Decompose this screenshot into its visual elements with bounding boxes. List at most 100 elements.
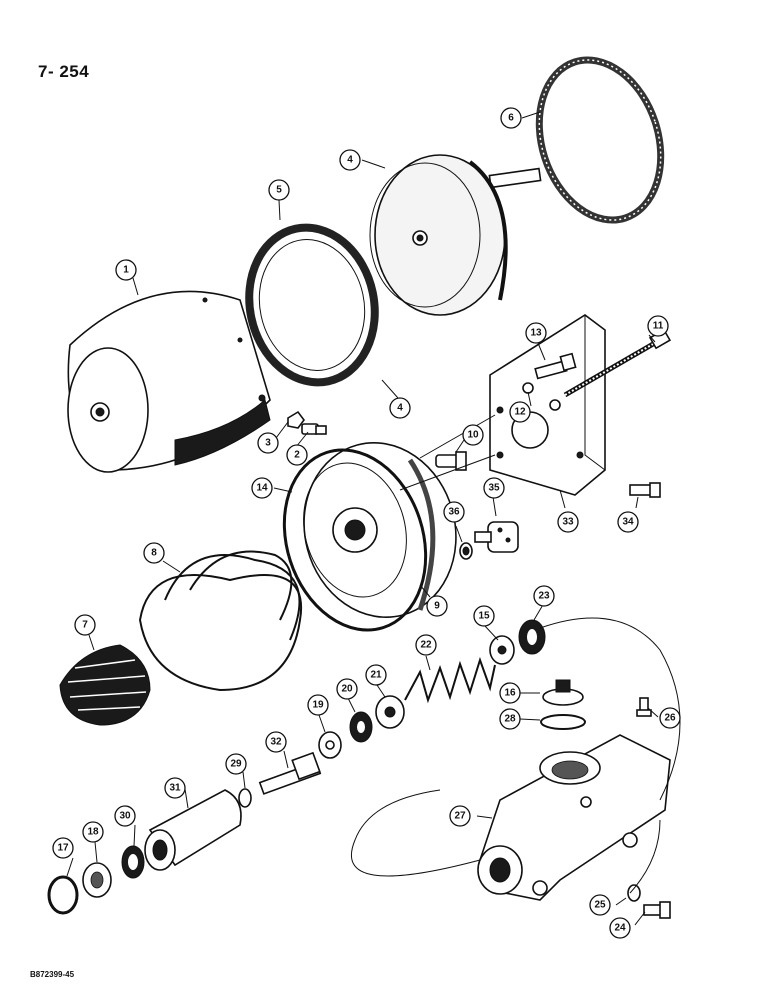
svg-text:19: 19 [312, 700, 324, 711]
callout-33: 33 [557, 511, 579, 533]
callout-2: 2 [286, 444, 308, 466]
part-18-washer [82, 862, 112, 898]
callout-16: 16 [499, 682, 521, 704]
callout-9: 9 [426, 595, 448, 617]
part-32-piston [258, 751, 322, 795]
svg-text:25: 25 [594, 900, 606, 911]
callout-1: 1 [115, 259, 137, 281]
callout-25: 25 [589, 894, 611, 916]
part-8-spring [138, 550, 303, 692]
svg-text:22: 22 [420, 640, 432, 651]
svg-text:32: 32 [270, 737, 282, 748]
svg-text:15: 15 [478, 611, 490, 622]
part-13-bolt [534, 352, 577, 380]
svg-text:4: 4 [347, 155, 353, 166]
part-1-housing [67, 290, 271, 473]
callout-20: 20 [336, 678, 358, 700]
part-34-stud [629, 482, 661, 498]
svg-text:13: 13 [530, 328, 542, 339]
assembly-guide-line [539, 617, 681, 801]
callout-6: 6 [500, 107, 522, 129]
svg-text:8: 8 [151, 548, 157, 559]
part-29-o-ring [238, 788, 252, 808]
part-26-bleeder-screw [636, 697, 652, 717]
svg-text:27: 27 [454, 811, 466, 822]
svg-text:11: 11 [653, 321, 664, 332]
part-27-master-cylinder [477, 734, 671, 901]
part-22-return-spring [404, 656, 496, 704]
callout-10: 10 [462, 424, 484, 446]
part-17-snap-ring [47, 875, 79, 915]
svg-text:16: 16 [504, 688, 516, 699]
callout-36: 36 [443, 501, 465, 523]
svg-text:26: 26 [664, 713, 676, 724]
callout-32: 32 [265, 731, 287, 753]
part-24-bolt [643, 901, 671, 919]
svg-text:30: 30 [119, 811, 131, 822]
callout-4a: 4 [339, 149, 361, 171]
svg-text:29: 29 [230, 759, 242, 770]
callout-7: 7 [74, 614, 96, 636]
callout-24: 24 [609, 917, 631, 939]
callout-26: 26 [659, 707, 681, 729]
svg-text:14: 14 [256, 483, 268, 494]
assembly-guide-line [350, 789, 481, 877]
svg-text:34: 34 [622, 517, 634, 528]
part-4-diaphragm-plate [369, 154, 542, 316]
svg-text:23: 23 [538, 591, 550, 602]
svg-text:18: 18 [87, 827, 99, 838]
callout-21: 21 [365, 664, 387, 686]
part-20-seal [349, 711, 373, 743]
callout-30: 30 [114, 805, 136, 827]
svg-text:9: 9 [434, 601, 440, 612]
part-2-bolt [301, 423, 327, 435]
part-6-gasket-ring [535, 56, 665, 224]
part-31-sleeve [144, 789, 242, 871]
assembly-guide-line [399, 454, 496, 491]
part-12-washers [522, 382, 561, 411]
callout-14: 14 [251, 477, 273, 499]
svg-text:33: 33 [562, 517, 574, 528]
svg-text:28: 28 [504, 714, 516, 725]
part-5-seal-ring [245, 223, 379, 387]
callout-28: 28 [499, 708, 521, 730]
svg-text:1: 1 [123, 265, 129, 276]
part-16-filler-cap [542, 679, 584, 706]
svg-text:5: 5 [276, 185, 282, 196]
callout-29: 29 [225, 753, 247, 775]
callout-12: 12 [509, 401, 531, 423]
svg-text:10: 10 [467, 430, 479, 441]
page-number: 7- 254 [38, 62, 90, 81]
assembly-guide-line [419, 414, 496, 459]
part-30-seal [121, 845, 145, 879]
callout-18: 18 [82, 821, 104, 843]
svg-text:6: 6 [508, 113, 514, 124]
svg-text:31: 31 [169, 783, 181, 794]
svg-text:35: 35 [488, 483, 500, 494]
svg-text:2: 2 [294, 450, 300, 461]
svg-text:12: 12 [514, 407, 526, 418]
svg-text:3: 3 [265, 438, 271, 449]
part-35-valve [474, 521, 519, 553]
part-3-lock-washer [287, 410, 305, 429]
part-11-adjusting-screw [563, 328, 672, 398]
callout-4b: 4 [389, 397, 411, 419]
callout-3: 3 [257, 432, 279, 454]
assembly-guide-line [629, 819, 661, 894]
callout-22: 22 [415, 634, 437, 656]
callout-23: 23 [533, 585, 555, 607]
part-7-boot [59, 644, 151, 726]
svg-text:20: 20 [341, 684, 353, 695]
part-33-mounting-bracket [489, 314, 606, 496]
leader-lines [66, 111, 659, 926]
part-14-gasket [282, 448, 428, 632]
svg-text:36: 36 [448, 507, 460, 518]
part-10-fitting [435, 451, 467, 471]
part-25-washer [627, 884, 641, 902]
part-21-cup [375, 695, 405, 729]
part-23-seal-ring [518, 619, 546, 655]
part-28-cap-gasket [540, 714, 586, 730]
part-36-seal [459, 542, 473, 560]
svg-text:4: 4 [397, 403, 403, 414]
